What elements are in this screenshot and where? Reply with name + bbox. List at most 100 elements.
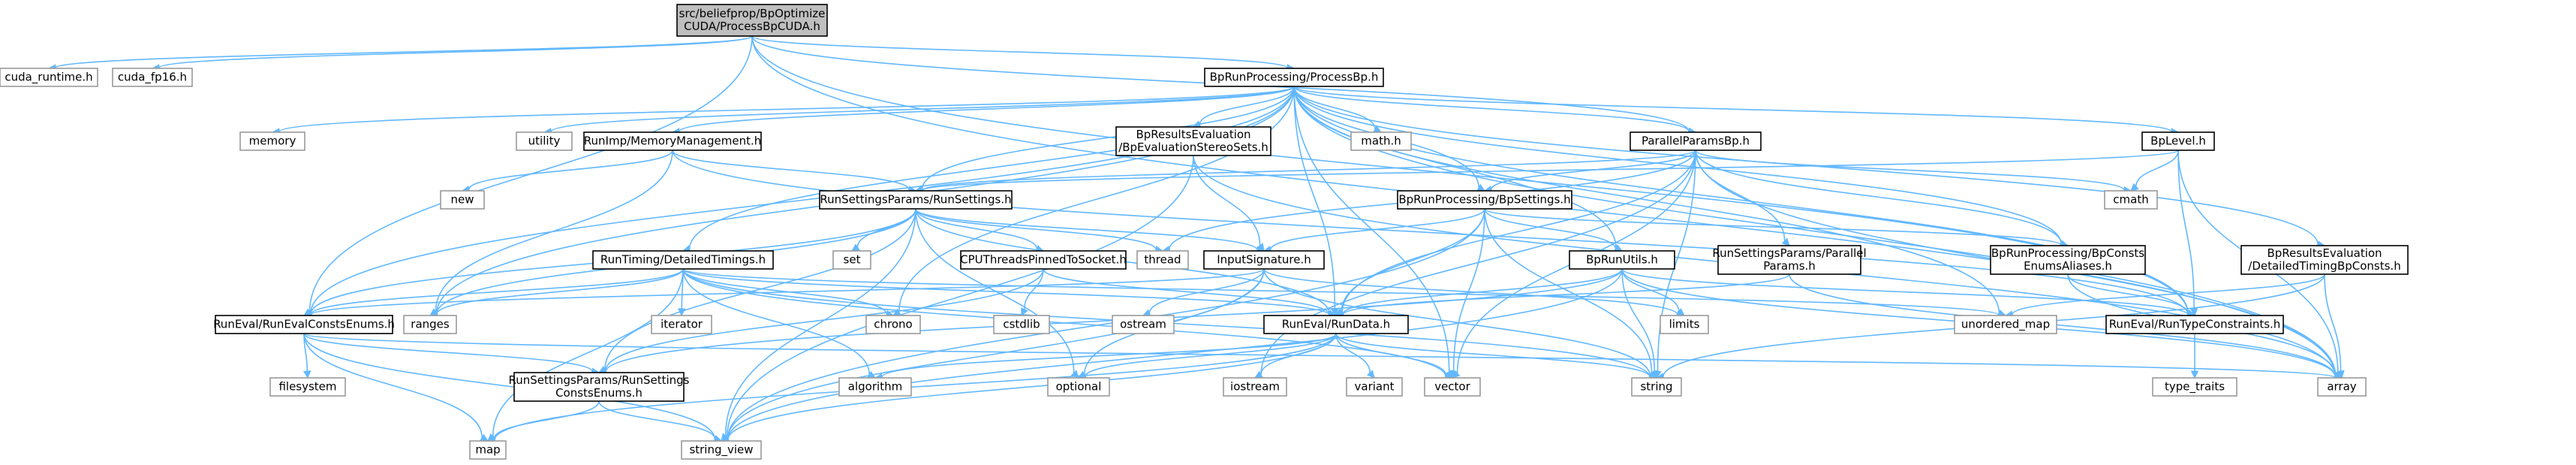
node-cmath[interactable]: cmath bbox=[2104, 190, 2158, 210]
edge-processbp-to-bprunutils bbox=[1293, 86, 1617, 248]
node-filesystem[interactable]: filesystem bbox=[269, 377, 346, 397]
edge-root-to-cuda_runtime bbox=[55, 35, 753, 69]
node-cuda-fp16[interactable]: cuda_fp16.h bbox=[112, 68, 193, 87]
edge-arrowhead bbox=[1366, 370, 1375, 379]
node-box bbox=[865, 315, 921, 334]
node-bpsettings[interactable]: BpRunProcessing/BpSettings.h bbox=[1397, 190, 1572, 210]
node-variant[interactable]: variant bbox=[1346, 377, 1403, 397]
edge-bprunutils-to-runtypeconstraints bbox=[1621, 268, 2189, 316]
node-dettimings[interactable]: RunTiming/DetailedTimings.h bbox=[592, 250, 774, 270]
node-optional[interactable]: optional bbox=[1047, 377, 1110, 397]
node-root[interactable]: src/beliefprop/BpOptimizeCUDA/ProcessBpC… bbox=[676, 4, 828, 37]
edge-runsettings-to-thread bbox=[915, 208, 1157, 250]
node-rsconsts[interactable]: RunSettingsParams/RunSettingsConstsEnums… bbox=[509, 372, 690, 402]
edge-processbp-to-parallelparams bbox=[1293, 86, 1690, 132]
edge-processbp-to-mathh bbox=[1293, 86, 1376, 129]
node-box bbox=[1350, 131, 1412, 151]
edge-inputsig-to-ostream bbox=[1148, 268, 1265, 313]
node-label: array bbox=[2327, 380, 2356, 394]
node-cuda-runtime[interactable]: cuda_runtime.h bbox=[0, 68, 98, 87]
node-label: cstdlib bbox=[1003, 318, 1040, 331]
node-string[interactable]: string bbox=[1631, 377, 1682, 397]
node-settype[interactable]: set bbox=[832, 250, 871, 270]
node-label: RunEval/RunEvalConstsEnums.h bbox=[213, 318, 395, 331]
edge-bplevel-to-cmath bbox=[2135, 149, 2179, 187]
node-box bbox=[1660, 315, 1709, 334]
node-runtypeconstraints[interactable]: RunEval/RunTypeConstraints.h bbox=[2105, 315, 2284, 334]
node-rsparallel[interactable]: RunSettingsParams/ParallelParams.h bbox=[1712, 245, 1867, 275]
node-bprunutils[interactable]: BpRunUtils.h bbox=[1569, 250, 1675, 270]
node-array[interactable]: array bbox=[2317, 377, 2367, 397]
node-dettimingbp[interactable]: BpResultsEvaluation/DetailedTimingBpCons… bbox=[2240, 245, 2409, 275]
node-label: ConstsEnums.h bbox=[555, 386, 642, 400]
node-memory[interactable]: memory bbox=[239, 131, 305, 151]
node-processbp[interactable]: BpRunProcessing/ProcessBp.h bbox=[1204, 68, 1384, 87]
node-map[interactable]: map bbox=[469, 440, 507, 460]
edge-rundata-to-map bbox=[494, 333, 1337, 440]
node-label: algorithm bbox=[848, 380, 902, 394]
node-thread[interactable]: thread bbox=[1136, 250, 1189, 270]
node-utility[interactable]: utility bbox=[516, 131, 573, 151]
node-label: iostream bbox=[1230, 380, 1280, 394]
node-rundata[interactable]: RunEval/RunData.h bbox=[1263, 315, 1409, 334]
node-parallelparams[interactable]: ParallelParamsBp.h bbox=[1630, 131, 1762, 151]
node-type-traits[interactable]: type_traits bbox=[2152, 377, 2237, 397]
node-ranges[interactable]: ranges bbox=[403, 315, 457, 334]
edge-dettimings-to-algorithm bbox=[682, 268, 870, 375]
node-box bbox=[1203, 250, 1325, 270]
node-newh[interactable]: new bbox=[440, 190, 485, 210]
edge-runsettings-to-string_view bbox=[724, 208, 916, 436]
node-vector[interactable]: vector bbox=[1424, 377, 1481, 397]
node-box bbox=[1223, 377, 1287, 397]
node-label: vector bbox=[1434, 380, 1470, 394]
node-limits[interactable]: limits bbox=[1660, 315, 1709, 334]
node-box bbox=[2152, 377, 2237, 397]
edge-arrowhead bbox=[1781, 237, 1790, 246]
node-mathh[interactable]: math.h bbox=[1350, 131, 1412, 151]
node-box bbox=[1569, 250, 1675, 270]
node-bplevel[interactable]: BpLevel.h bbox=[2141, 131, 2215, 151]
node-unordered-map[interactable]: unordered_map bbox=[1954, 315, 2057, 334]
node-box bbox=[681, 440, 762, 460]
node-ostream[interactable]: ostream bbox=[1112, 315, 1175, 334]
node-runsettings[interactable]: RunSettingsParams/RunSettings.h bbox=[819, 190, 1013, 210]
node-cstdlib[interactable]: cstdlib bbox=[993, 315, 1050, 334]
node-box bbox=[960, 250, 1127, 270]
edge-arrowhead bbox=[1676, 308, 1685, 316]
edge-processbp-to-memorymgmt bbox=[679, 86, 1295, 133]
node-string-view[interactable]: string_view bbox=[681, 440, 762, 460]
edge-arrowhead bbox=[2190, 370, 2199, 379]
node-inputsig[interactable]: InputSignature.h bbox=[1203, 250, 1325, 270]
node-iostream[interactable]: iostream bbox=[1223, 377, 1287, 397]
node-box bbox=[583, 131, 762, 151]
node-label: BpRunProcessing/ProcessBp.h bbox=[1210, 71, 1379, 84]
node-label: RunTiming/DetailedTimings.h bbox=[600, 253, 766, 267]
node-evalstereo[interactable]: BpResultsEvaluation/BpEvaluationStereoSe… bbox=[1115, 126, 1271, 156]
node-label: RunSettingsParams/RunSettings bbox=[509, 373, 690, 387]
node-iterator[interactable]: iterator bbox=[651, 315, 712, 334]
edge-rundata-to-string bbox=[1335, 333, 1651, 378]
node-box bbox=[676, 4, 828, 37]
node-box bbox=[440, 190, 485, 210]
edge-processbp-to-runsettings bbox=[921, 86, 1295, 189]
node-memorymgmt[interactable]: RunImp/MemoryManagement.h bbox=[583, 131, 762, 151]
node-box bbox=[1047, 377, 1110, 397]
node-label: string bbox=[1640, 380, 1672, 394]
node-label: RunImp/MemoryManagement.h bbox=[584, 134, 761, 148]
node-chrono[interactable]: chrono bbox=[865, 315, 921, 334]
node-label: BpLevel.h bbox=[2150, 134, 2206, 148]
edge-rsparallel-to-array bbox=[1789, 273, 2336, 377]
edge-evalconsts-to-map bbox=[303, 333, 483, 438]
node-cputhreads[interactable]: CPUThreadsPinnedToSocket.h bbox=[960, 250, 1127, 270]
edge-dettimings-to-evalconsts bbox=[310, 268, 684, 316]
edge-runsettings-to-settype bbox=[856, 208, 916, 248]
node-box bbox=[215, 315, 393, 334]
edge-evalstereo-to-inputsig bbox=[1193, 155, 1261, 246]
node-evalconsts[interactable]: RunEval/RunEvalConstsEnums.h bbox=[213, 315, 395, 334]
edge-runsettings-to-optional bbox=[915, 208, 1075, 373]
edge-arrowhead bbox=[302, 370, 311, 379]
node-box bbox=[1424, 377, 1481, 397]
node-algorithm[interactable]: algorithm bbox=[838, 377, 912, 397]
node-label: RunSettingsParams/Parallel bbox=[1712, 246, 1866, 260]
